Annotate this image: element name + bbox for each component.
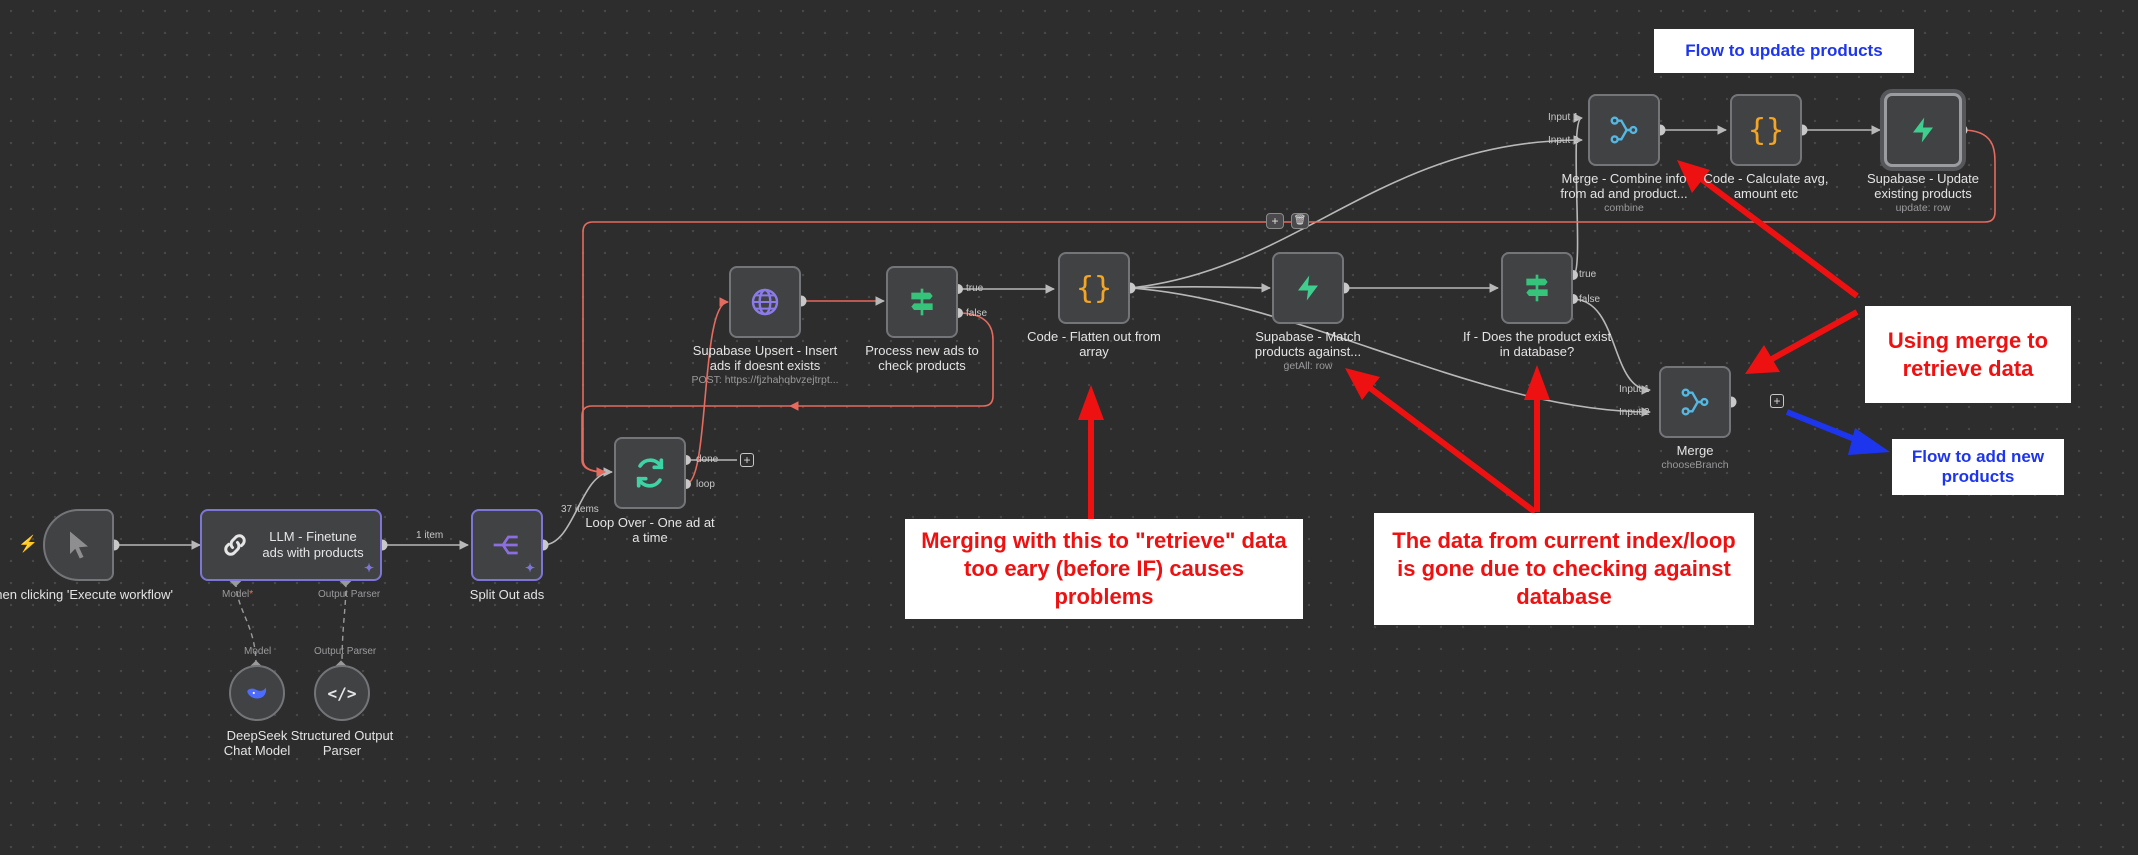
- refresh-icon: [636, 458, 664, 488]
- loop-output-done: done: [696, 454, 719, 465]
- process-ads-label: Process new ads to check products: [865, 343, 979, 373]
- edge-flatten-merge[interactable]: [1129, 287, 1651, 417]
- code-flatten-node[interactable]: {}: [1058, 252, 1130, 324]
- edge-llm-deepseek[interactable]: [235, 581, 257, 666]
- edge-label-items: 37 items: [561, 504, 599, 515]
- signpost-icon: [1526, 274, 1548, 302]
- merge-combine-node[interactable]: [1588, 94, 1660, 166]
- edge-if-false-merge[interactable]: [1572, 298, 1651, 395]
- split-out-label: Split Out ads: [469, 587, 545, 602]
- split-icon: [493, 535, 518, 555]
- merge-combine-input2: Input 2: [1548, 135, 1579, 146]
- annotation-flow-update: Flow to update products: [1654, 29, 1914, 73]
- output-parser-node[interactable]: </>: [314, 665, 370, 721]
- arrow-to-merge-combine: [1698, 175, 1859, 299]
- link-icon: [224, 534, 246, 556]
- if-node[interactable]: [1501, 252, 1573, 324]
- merge-label: Merge: [1676, 443, 1714, 458]
- if-label: If - Does the product exist in database?: [1462, 329, 1612, 359]
- edge-loop-upsert[interactable]: [685, 297, 729, 485]
- llm-port-model-label: Model: [222, 589, 250, 600]
- supabase-match-subtitle: getAll: row: [1283, 360, 1333, 372]
- cursor-icon: [69, 531, 88, 559]
- supabase-update-node[interactable]: [1884, 93, 1962, 167]
- code-flatten-label: Code - Flatten out from array: [1027, 329, 1161, 359]
- split-out-node[interactable]: ✦: [471, 509, 543, 581]
- signpost-icon: [911, 288, 933, 316]
- trigger-label: When clicking 'Execute workflow': [0, 587, 173, 602]
- required-marker: *: [249, 589, 254, 600]
- merge-combine-label: Merge - Combine info from ad and product…: [1560, 171, 1688, 201]
- deepseek-node[interactable]: [229, 665, 285, 721]
- code-braces-icon: {}: [1747, 112, 1785, 148]
- edge-process-false-back[interactable]: [789, 312, 994, 411]
- merge-input1: Input 1: [1619, 384, 1650, 395]
- lightning-icon: ⚡: [18, 536, 38, 553]
- output-parser-label: Structured Output Parser: [290, 728, 394, 758]
- code-calculate-label: Code - Calculate avg, amount etc: [1703, 171, 1829, 201]
- supabase-upsert-subtitle: POST: https://fjzhahqbvzejtrpt...: [691, 374, 839, 386]
- edge-add-button[interactable]: +: [1266, 213, 1284, 229]
- merge-icon: [1610, 116, 1638, 144]
- supabase-update-subtitle: update: row: [1895, 202, 1951, 214]
- edge-supabase-loop-back[interactable]: [582, 129, 1996, 477]
- pin-icon: ✦: [524, 561, 535, 575]
- edge-flatten-merge-combine[interactable]: [1129, 135, 1583, 289]
- parser-port-label: Output Parser: [314, 646, 377, 657]
- deepseek-label: DeepSeek Chat Model: [223, 728, 291, 758]
- if-output-false: false: [1579, 294, 1601, 305]
- process-ads-node[interactable]: [886, 266, 958, 338]
- supabase-upsert-node[interactable]: [729, 266, 801, 338]
- globe-icon: [751, 288, 779, 316]
- edge-if-true-merge-combine[interactable]: [1572, 113, 1583, 276]
- merge-combine-subtitle: combine: [1604, 202, 1644, 214]
- code-calculate-node[interactable]: {}: [1730, 94, 1802, 166]
- merge-node[interactable]: [1659, 366, 1731, 438]
- supabase-match-node[interactable]: [1272, 252, 1344, 324]
- process-output-false: false: [966, 308, 988, 319]
- supabase-upsert-label: Supabase Upsert - Insert ads if doesnt e…: [692, 343, 838, 373]
- loop-output-loop: loop: [696, 479, 715, 490]
- process-output-true: true: [966, 283, 984, 294]
- llm-label: LLM - Finetune ads with products: [262, 529, 364, 560]
- add-node-button[interactable]: +: [1770, 394, 1784, 408]
- supabase-match-label: Supabase - Match products against...: [1254, 329, 1362, 359]
- supabase-icon: [1298, 275, 1318, 301]
- loop-label: Loop Over - One ad at a time: [585, 515, 715, 545]
- arrow-to-merge: [1768, 309, 1859, 363]
- merge-combine-input1: Input 1: [1548, 112, 1579, 123]
- llm-node[interactable]: LLM - Finetune ads with products ✦: [200, 509, 382, 581]
- annotation-merge-retrieve: Using merge to retrieve data: [1865, 306, 2071, 403]
- if-output-true: true: [1579, 269, 1597, 280]
- merge-subtitle: chooseBranch: [1661, 459, 1729, 471]
- annotation-flow-add: Flow to add new products: [1892, 439, 2064, 495]
- code-tag-icon: </>: [327, 683, 357, 703]
- whale-icon: [247, 687, 267, 699]
- merge-input2: Input 2: [1619, 407, 1650, 418]
- arrow-to-match: [1368, 385, 1537, 515]
- edge-flatten-match[interactable]: [1129, 283, 1271, 293]
- llm-port-model: Model*: [222, 589, 253, 600]
- llm-port-parser: Output Parser: [318, 589, 381, 600]
- edge-delete-button[interactable]: 🗑: [1291, 213, 1309, 229]
- deepseek-port-label: Model: [244, 646, 272, 657]
- loop-node[interactable]: [614, 437, 686, 509]
- arrow-to-add-flow: [1785, 409, 1864, 445]
- pin-icon: ✦: [363, 561, 374, 575]
- edge-label-items: 1 item: [416, 530, 444, 541]
- annotation-data-gone: The data from current index/loop is gone…: [1374, 513, 1754, 625]
- annotation-merging-early: Merging with this to "retrieve" data too…: [905, 519, 1303, 619]
- add-node-button[interactable]: +: [740, 453, 754, 467]
- supabase-update-label: Supabase - Update existing products: [1866, 171, 1980, 201]
- merge-icon: [1681, 388, 1709, 416]
- supabase-icon: [1913, 117, 1933, 143]
- trigger-node[interactable]: [43, 509, 114, 581]
- edge-llm-parser[interactable]: [341, 581, 347, 666]
- code-braces-icon: {}: [1075, 270, 1113, 306]
